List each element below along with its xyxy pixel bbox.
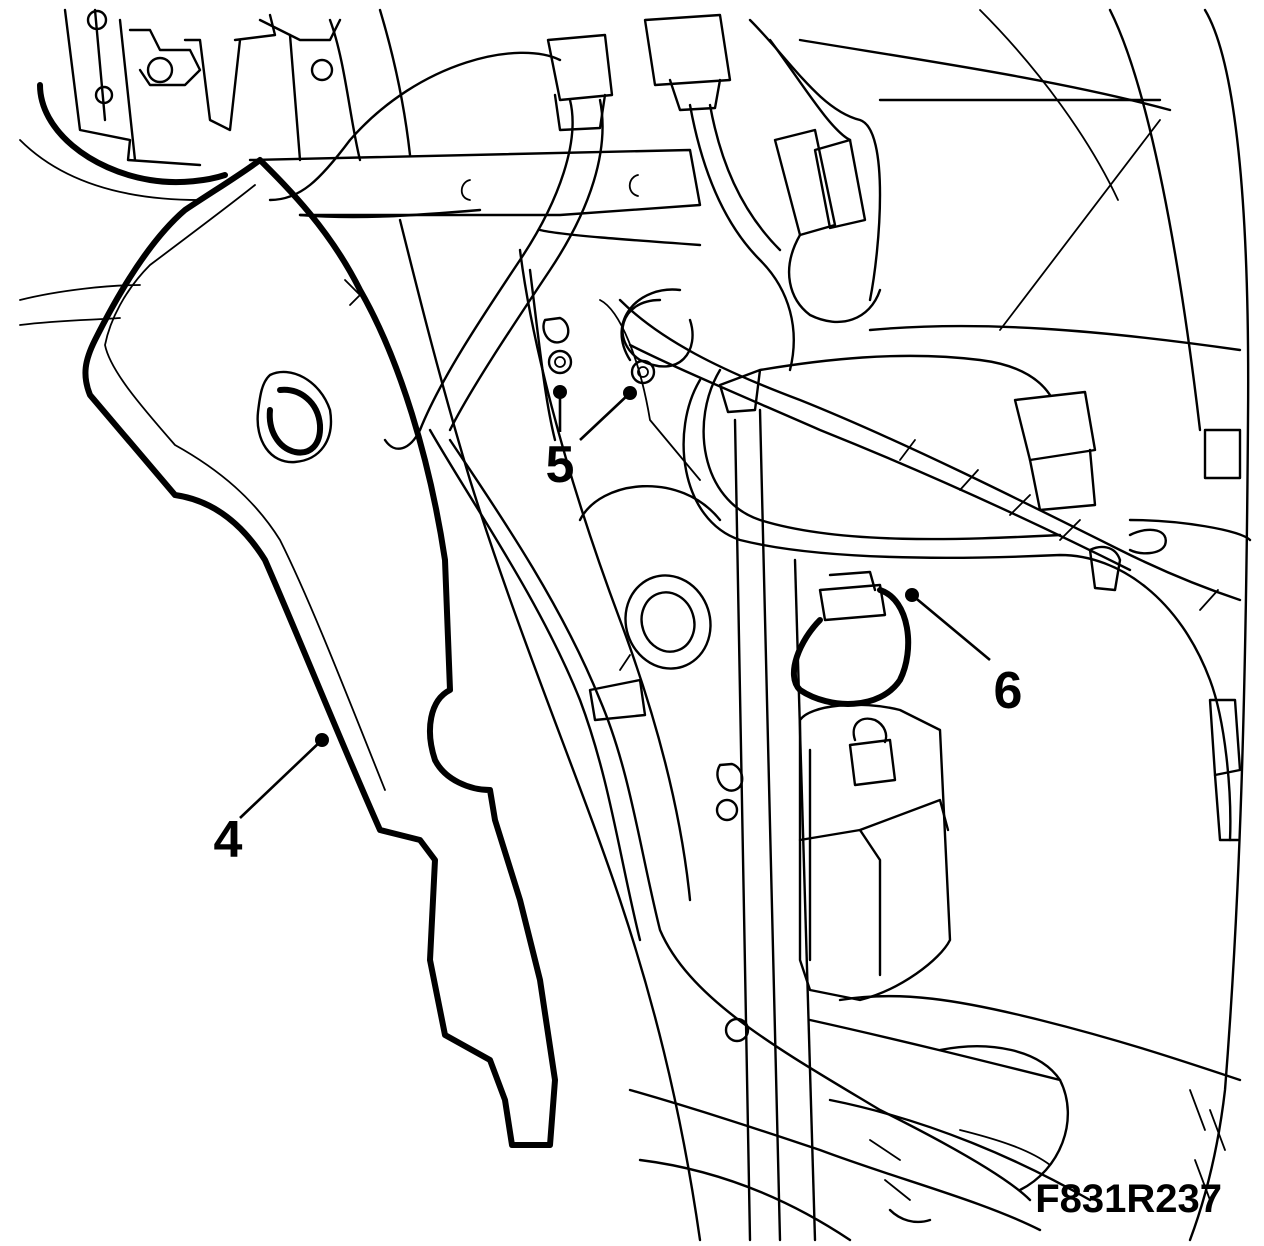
control-module [798,703,952,1002]
figure-code: F831R237 [1035,1177,1222,1221]
body-panel-structure [19,8,1252,1242]
callout-leaders [239,385,991,819]
callout-5: 5 [546,436,575,494]
fasteners-5 [547,349,656,385]
connector-6 [790,570,912,707]
callout-4: 4 [214,811,243,869]
wiring-harness [268,13,1242,1202]
callout-6: 6 [994,662,1023,720]
bracket-4 [82,157,558,1148]
